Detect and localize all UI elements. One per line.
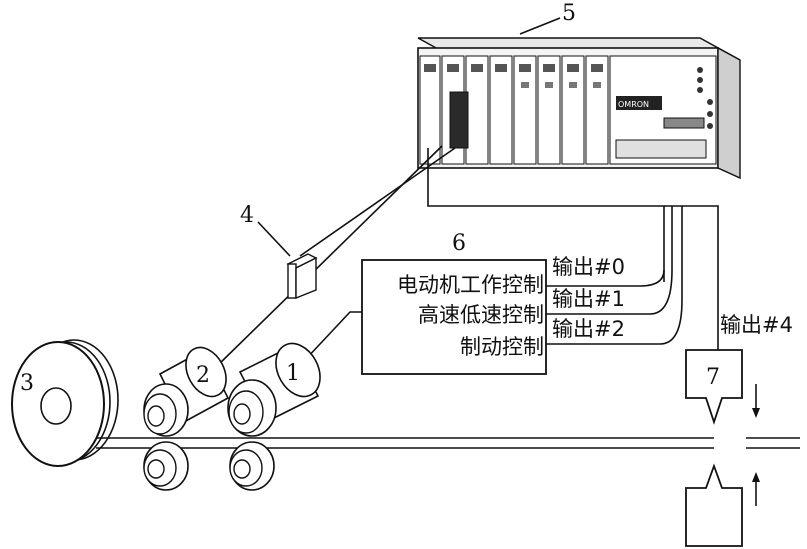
callout-coil: 3 (20, 371, 34, 396)
sensor-box (286, 253, 318, 300)
callout-cutter: 7 (706, 365, 720, 390)
callout-sensor: 4 (240, 203, 254, 228)
output-2-label: 输出#2 (552, 317, 625, 341)
roller-2 (143, 346, 230, 437)
controller-box (361, 259, 547, 375)
roller-1 (227, 342, 321, 437)
callout-controller: 6 (452, 231, 466, 256)
roller-1-lower (229, 441, 275, 491)
controller-line-speed: 高速低速控制 (418, 303, 544, 327)
output-4-label: 输出#4 (720, 313, 793, 337)
callout-roller-2: 2 (196, 363, 210, 388)
cutter-upper-blade (685, 349, 743, 425)
callout-roller-1: 1 (286, 361, 300, 386)
cutter-lower-blade (685, 463, 743, 547)
plc-brand: OMRON (618, 100, 649, 109)
output-0-label: 输出#0 (552, 255, 625, 279)
plc-modules (419, 55, 609, 165)
roller-2-lower (143, 441, 189, 491)
plc-unit: OMRON (417, 37, 741, 180)
cutter-down-arrow-icon (752, 384, 760, 418)
plc-cpu-panel: OMRON (609, 55, 717, 165)
plc-input-connector (449, 91, 469, 149)
coil-reel (11, 339, 119, 467)
controller-line-brake: 制动控制 (460, 335, 544, 359)
callout-plc: 5 (562, 1, 576, 26)
output-1-label: 输出#1 (552, 287, 625, 311)
cutter-up-arrow-icon (752, 472, 760, 506)
controller-line-motor: 电动机工作控制 (397, 273, 544, 297)
